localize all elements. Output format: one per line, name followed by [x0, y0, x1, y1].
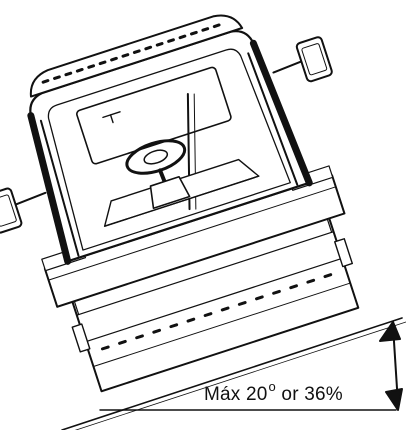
height-arrow-icon [379, 321, 403, 411]
slope-ground [61, 317, 406, 430]
operator-cab [27, 14, 313, 265]
slope-limit-caption: Máx 20o or 36% [204, 379, 343, 406]
right-mirror [272, 36, 333, 83]
compactor-machine [0, 14, 360, 393]
caption-max-angle: Máx 20 [204, 384, 268, 405]
left-mirror [0, 187, 47, 234]
degree-mark: o [268, 379, 276, 394]
steering-wheel [125, 139, 191, 210]
caption-percent: or 36% [275, 384, 343, 405]
roll-drum [70, 213, 360, 393]
